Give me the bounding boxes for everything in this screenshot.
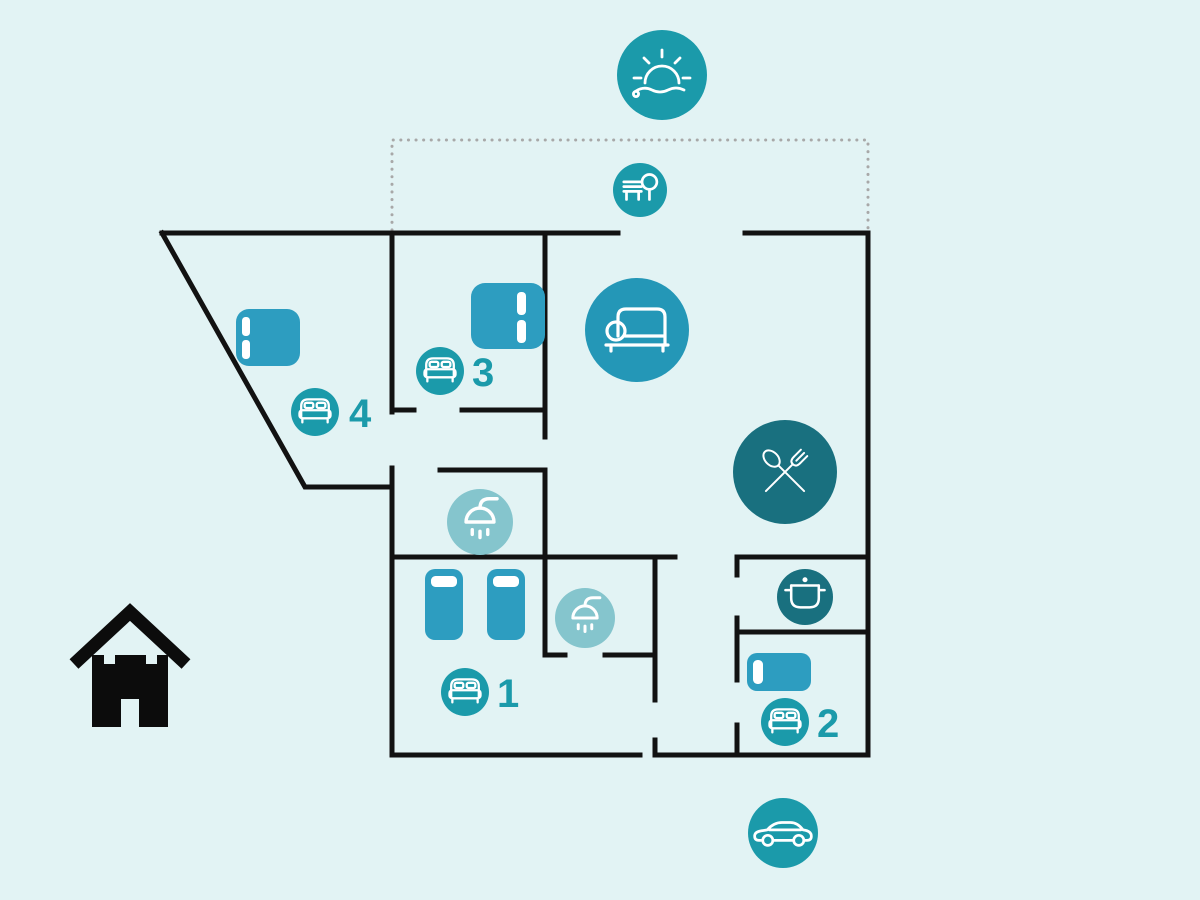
bedroom1-single-beds [425, 569, 525, 640]
bed-icon-circle [761, 698, 809, 746]
pillow [242, 317, 250, 336]
bedroom2-badge: 2 [761, 698, 839, 746]
bedroom2-number: 2 [817, 702, 839, 746]
pillow [753, 660, 763, 684]
park-bench-tree-icon [613, 163, 667, 217]
pillow [242, 340, 250, 359]
pot-icon-circle [777, 569, 833, 625]
pillow [493, 576, 519, 587]
house-notch [146, 655, 157, 664]
sunrise-icon [617, 30, 707, 120]
bedroom1-badge: 1 [441, 668, 519, 716]
car-icon [748, 798, 818, 868]
pillow [431, 576, 457, 587]
bedroom2-single-bed [747, 653, 811, 691]
bedroom4-badge: 4 [291, 388, 372, 436]
cooking-pot-icon [777, 569, 833, 625]
cutlery-icon [733, 420, 837, 524]
bed-icon-circle [441, 668, 489, 716]
house-roof [69, 603, 191, 669]
bedroom3-badge: 3 [416, 347, 494, 395]
house-icon [69, 603, 191, 727]
bedroom4-double-bed [236, 309, 300, 366]
sofa-icon [585, 278, 689, 382]
bedroom3-double-bed [471, 283, 545, 349]
terrace-dotted-outline [390, 138, 870, 232]
sunrise-icon-circle [617, 30, 707, 120]
pillow [517, 292, 526, 315]
bed-icon-circle [416, 347, 464, 395]
car-icon-circle [748, 798, 818, 868]
floor-plan-walls [158, 229, 871, 758]
bedroom4-number: 4 [349, 392, 372, 436]
shower-icon-main-bathroom [447, 489, 513, 555]
pillow [517, 320, 526, 343]
house-notch [104, 655, 115, 664]
house-door [121, 699, 139, 727]
shower-icon-ensuite-bathroom [555, 588, 615, 648]
bedroom3-number: 3 [472, 351, 494, 395]
sofa-icon-circle [585, 278, 689, 382]
bedroom1-number: 1 [497, 672, 519, 716]
bed-icon-circle [291, 388, 339, 436]
